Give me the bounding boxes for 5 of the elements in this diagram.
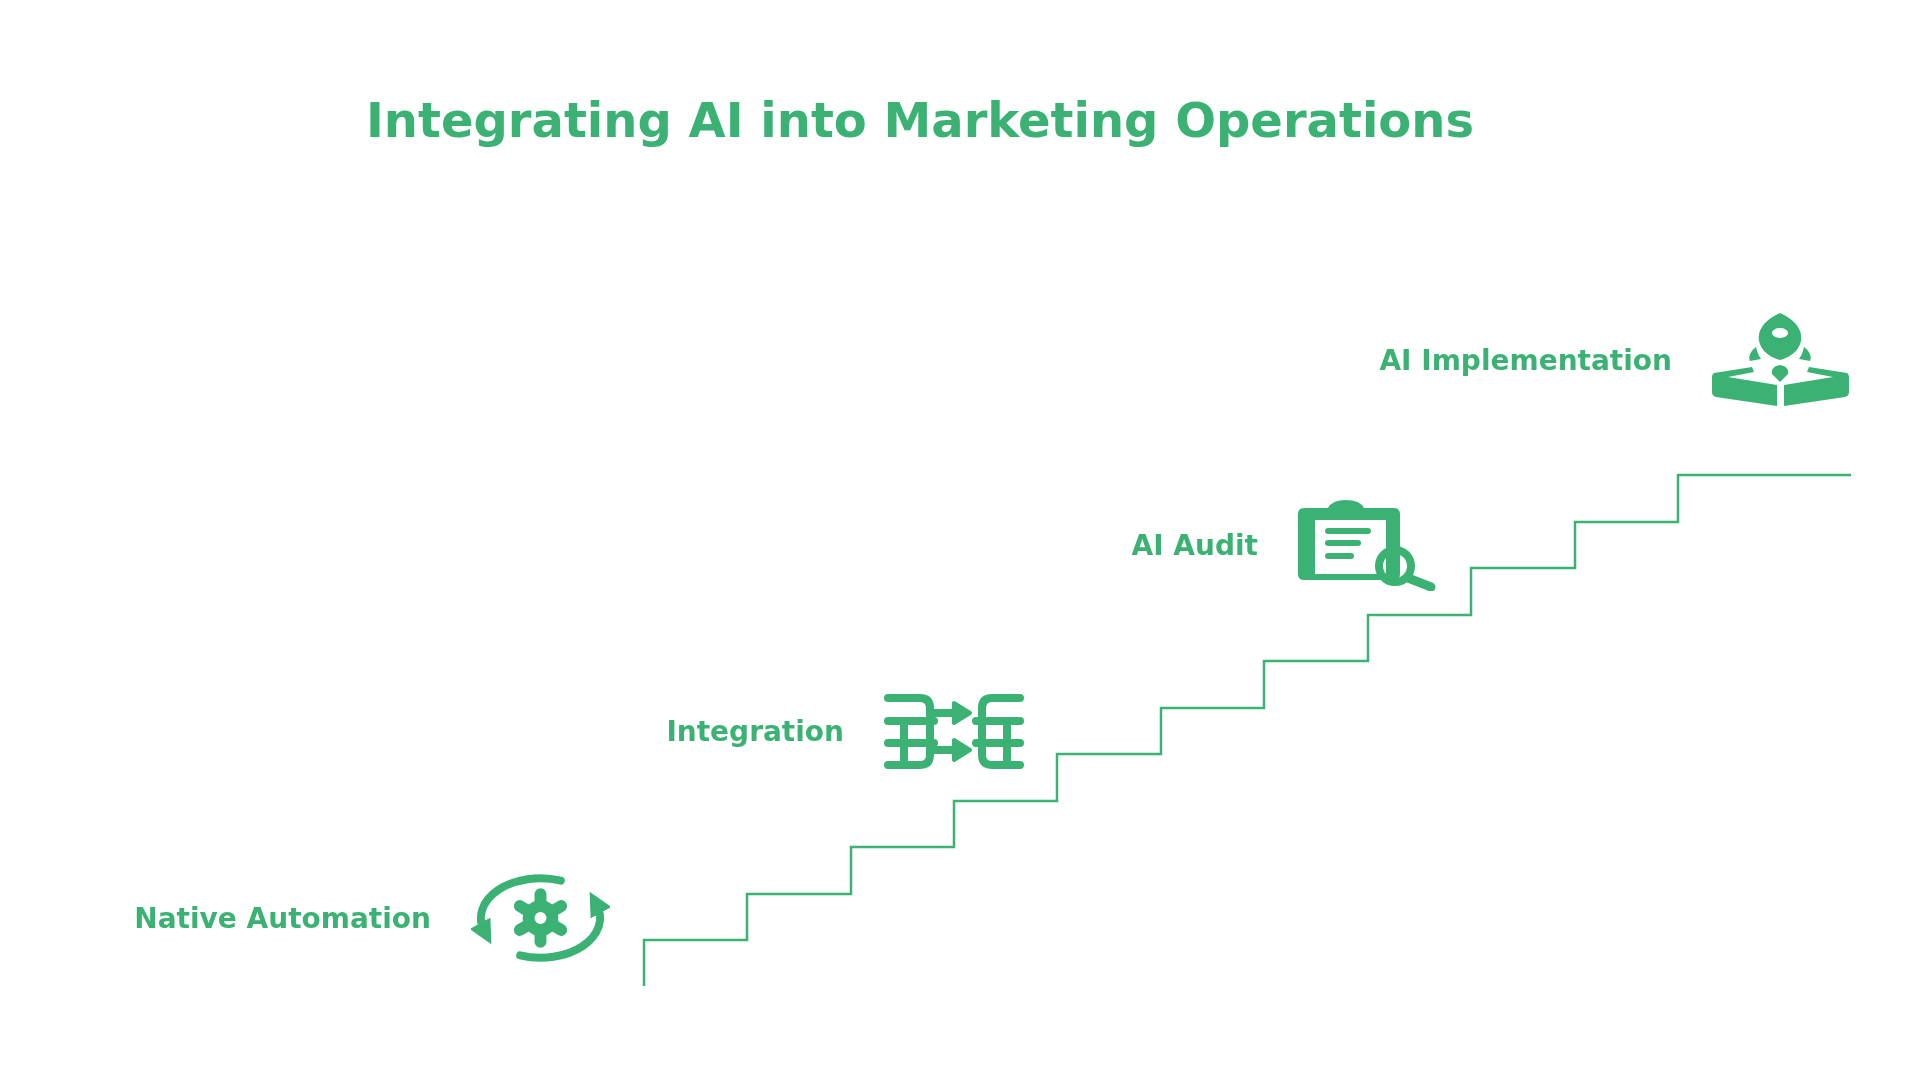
step-label: AI Audit bbox=[1131, 528, 1258, 562]
step-label: Integration bbox=[666, 714, 844, 748]
step-label: Native Automation bbox=[134, 901, 431, 935]
title: Integrating AI into Marketing Operations bbox=[365, 92, 1475, 148]
step-label: AI Implementation bbox=[1379, 343, 1672, 377]
